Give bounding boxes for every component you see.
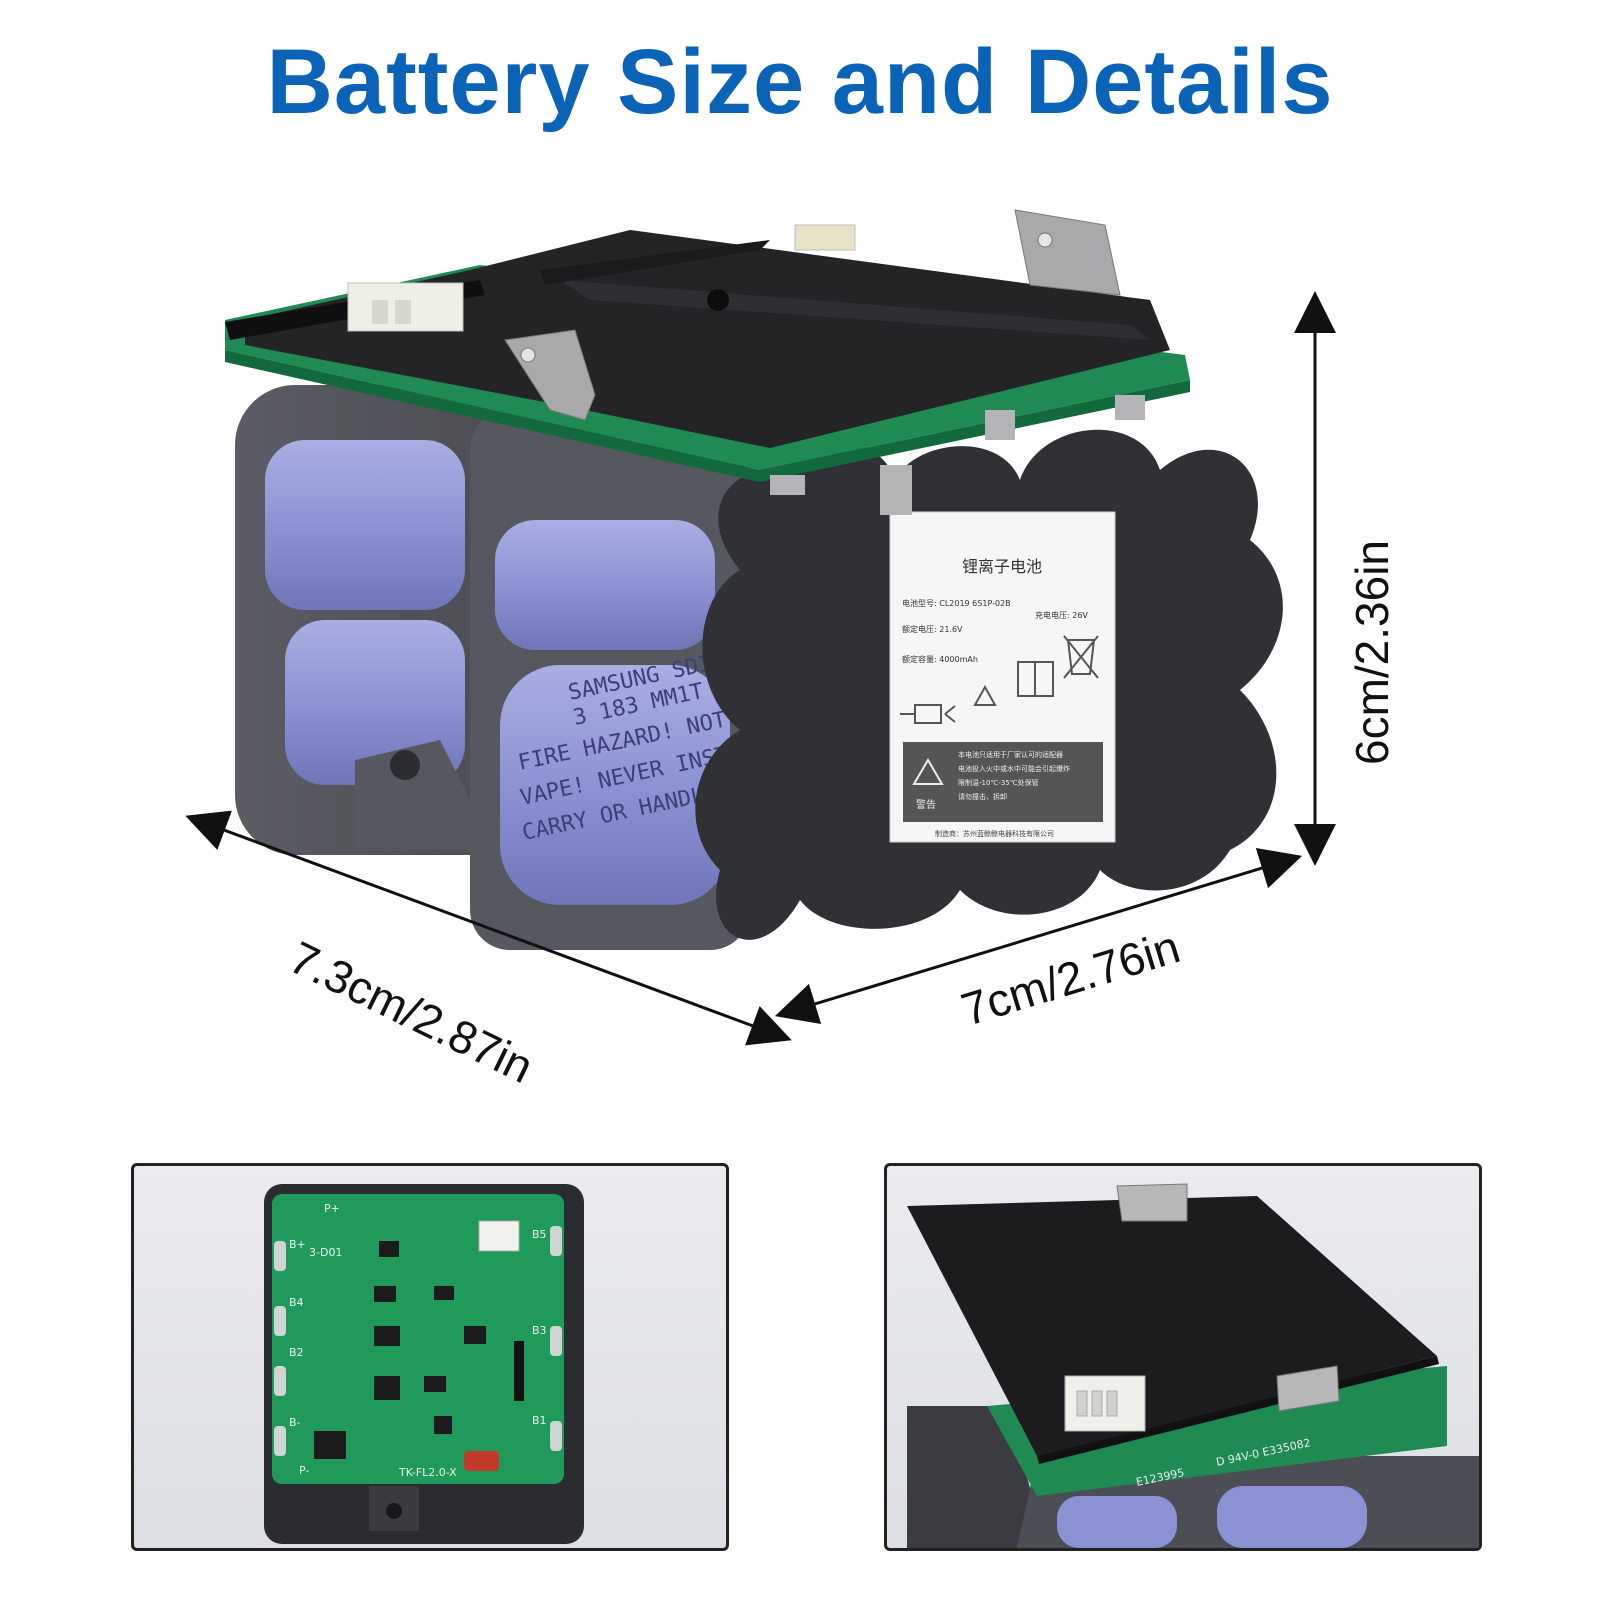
metal-terminal-front <box>504 329 596 421</box>
pcb-label-b1: B1 <box>532 1414 547 1427</box>
warning-line-3: 限制温-10℃-35℃处保管 <box>958 778 1039 787</box>
sticker-rated-voltage: 额定电压: 21.6V <box>902 624 963 634</box>
sticker-rated-capacity: 额定容量: 4000mAh <box>902 654 978 664</box>
sticker-manufacturer: 制造商：苏州蓝鲸鲸电器科技有限公司 <box>935 829 1054 838</box>
page-title: Battery Size and Details <box>266 31 1334 133</box>
metal-tab-inset <box>1116 1183 1340 1412</box>
foam-top-inset <box>1037 1356 1439 1464</box>
label-sticker: 锂离子电池 电池型号: CL2019 6S1P-02B 充电电压: 26V 额定… <box>889 511 1116 843</box>
height-label: 6cm/2.36in <box>1346 539 1398 765</box>
pcb-label-model: TK-FL2.0-X <box>398 1466 457 1479</box>
white-connector-inset <box>1064 1375 1146 1432</box>
sticker-charge-voltage: 充电电压: 26V <box>1035 610 1088 620</box>
warning-line-4: 请勿撞击、拆卸 <box>958 792 1007 801</box>
pcb-label-p-minus: P- <box>299 1464 309 1477</box>
metal-terminal-rear <box>1014 209 1121 296</box>
warning-line-2: 电池投入火中或水中可能会引起爆炸 <box>958 764 1070 773</box>
pcb-connector <box>478 1220 520 1252</box>
pcb-closeup-photo: B+ B4 B2 B- B5 B3 B1 P+ P- 3-D01 TK-FL2.… <box>131 1163 729 1551</box>
adapter-icon <box>900 704 956 724</box>
length-arrow <box>185 810 792 1046</box>
manual-book-icon <box>1017 661 1054 697</box>
foam-hole <box>707 289 729 311</box>
pcb-label-b5: B5 <box>532 1228 547 1241</box>
pcb-label-code: 3-D01 <box>309 1246 342 1259</box>
warning-heading: 警告 <box>916 798 936 811</box>
recycle-icon <box>973 684 997 706</box>
sticker-heading: 锂离子电池 <box>962 557 1042 576</box>
pcb-label-b2: B2 <box>289 1346 304 1359</box>
sticker-model: 电池型号: CL2019 6S1P-02B <box>902 598 1011 608</box>
pcb-red-connector <box>464 1451 499 1471</box>
pcb-label-b3: B3 <box>532 1324 547 1337</box>
warning-line-1: 本电池只适用于厂家认可的适配器 <box>958 750 1063 759</box>
pcb-label-b-minus: B- <box>289 1416 301 1429</box>
width-arrow <box>774 848 1303 1024</box>
battery-pack-photo: SAMSUNG SDI 3 183 MM1T FIRE HAZARD! NOT … <box>185 209 1336 1046</box>
white-connector-top <box>794 224 856 251</box>
crossed-bin-icon <box>1063 635 1099 679</box>
pcb-label-p-plus: P+ <box>324 1202 340 1215</box>
connector-closeup-photo: E123995 D 94V-0 E335082 <box>884 1163 1482 1551</box>
pcb-label-b4: B4 <box>289 1296 304 1309</box>
pcb-label-b-plus: B+ <box>289 1238 306 1251</box>
pcb-top-view: B+ B4 B2 B- B5 B3 B1 P+ P- 3-D01 TK-FL2.… <box>264 1184 584 1544</box>
connector-angled-view: E123995 D 94V-0 E335082 <box>907 1183 1479 1548</box>
warning-triangle-icon <box>912 758 944 785</box>
white-connector-left <box>347 282 464 332</box>
